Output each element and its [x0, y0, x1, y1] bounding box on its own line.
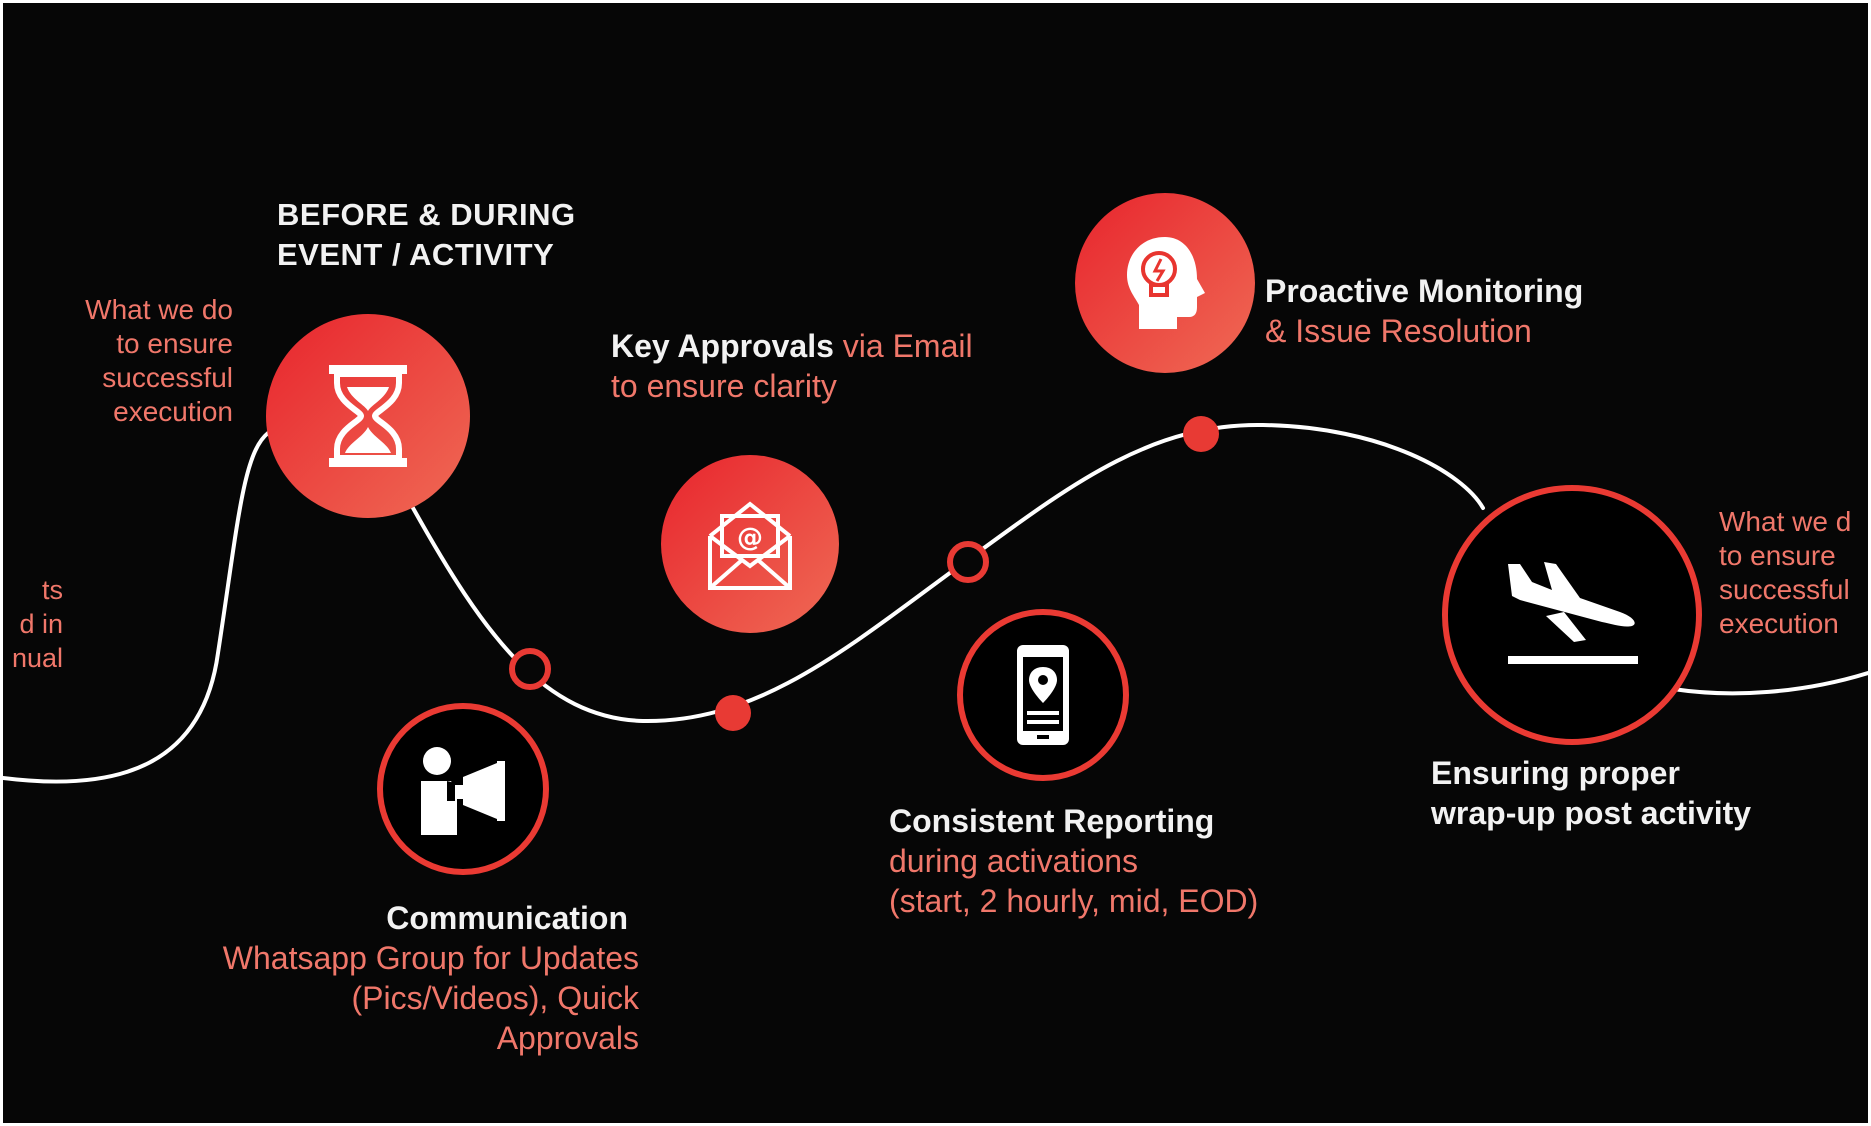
- reporting-circle: [957, 609, 1129, 781]
- proactive-text: Proactive Monitoring & Issue Resolution: [1265, 271, 1583, 351]
- proactive-detail: & Issue Resolution: [1265, 313, 1532, 349]
- reporting-title: Consistent Reporting: [889, 803, 1215, 839]
- curve-node-filled-2: [1183, 416, 1219, 452]
- left-caption: What we do to ensure successful executio…: [85, 294, 233, 427]
- curve-node-hollow-2: [947, 541, 989, 583]
- left-partial-caption: ts d in nual: [11, 575, 63, 673]
- wrapup-circle: [1442, 485, 1702, 745]
- journey-diagram: ts d in nual What we do to ensure succes…: [3, 3, 1868, 1123]
- hourglass-icon: [329, 365, 407, 467]
- email-icon: @: [708, 501, 792, 590]
- communication-title: Communication: [386, 900, 628, 936]
- head-lightbulb-icon: [1127, 237, 1205, 329]
- mobile-location-icon: [1017, 645, 1069, 745]
- key-approvals-subtitle: via Email: [833, 328, 973, 364]
- phase-title: BEFORE & DURING EVENT / ACTIVITY: [277, 197, 576, 272]
- megaphone-person-icon: [421, 747, 505, 835]
- communication-line-2: (Pics/Videos), Quick: [351, 980, 640, 1016]
- plane-landing-icon: [1508, 562, 1638, 664]
- reporting-text: Consistent Reporting during activations …: [889, 801, 1258, 921]
- communication-line-3: Approvals: [496, 1020, 639, 1056]
- email-circle: @: [661, 455, 839, 633]
- wrapup-text: Ensuring proper wrap-up post activity: [1431, 753, 1751, 833]
- key-approvals-text: Key Approvals via Email to ensure clarit…: [611, 326, 973, 406]
- wrapup-line-2: wrap-up post activity: [1431, 795, 1752, 831]
- communication-line-1: Whatsapp Group for Updates: [222, 940, 639, 976]
- reporting-line-1: during activations: [889, 843, 1139, 879]
- communication-text: Communication Whatsapp Group for Updates…: [143, 898, 639, 1058]
- reporting-line-2: (start, 2 hourly, mid, EOD): [889, 883, 1259, 919]
- key-approvals-detail: to ensure clarity: [611, 368, 837, 404]
- svg-text:@: @: [737, 523, 763, 553]
- key-approvals-title: Key Approvals: [611, 328, 834, 364]
- curve-node-filled-1: [715, 695, 751, 731]
- right-caption: What we d to ensure successful execution: [1719, 506, 1852, 639]
- proactive-title: Proactive Monitoring: [1265, 273, 1584, 309]
- proactive-circle: [1075, 193, 1255, 373]
- wrapup-line-1: Ensuring proper: [1431, 755, 1680, 791]
- curve-node-hollow-1: [509, 648, 551, 690]
- hourglass-circle: [266, 314, 470, 518]
- communication-circle: [377, 703, 549, 875]
